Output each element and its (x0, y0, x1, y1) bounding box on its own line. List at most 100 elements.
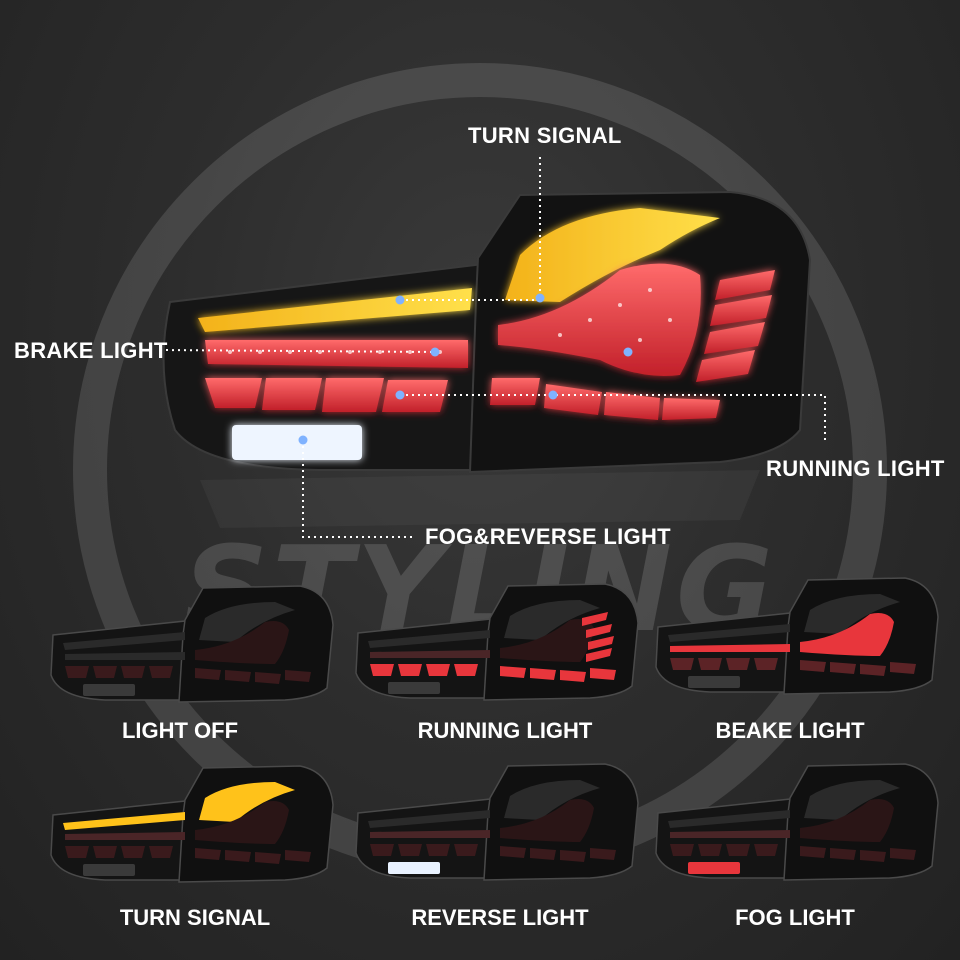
thumb-turn-strip-left (368, 810, 490, 828)
running-light-blades-right (490, 270, 775, 420)
thumb-running-blade (754, 844, 778, 856)
mode-caption-fog-light: FOG LIGHT (735, 905, 855, 930)
thumb-running-blade (195, 848, 221, 860)
thumb-running-blade (590, 848, 616, 860)
thumb-brake-strip-left (670, 644, 790, 652)
thumb-turn-strip-right (504, 600, 600, 640)
thumb-fog-reverse-lamp (83, 684, 135, 696)
thumb-running-blade (65, 666, 89, 678)
thumb-running-blade (670, 844, 694, 856)
thumb-running-blade (530, 668, 556, 680)
thumb-running-blade (93, 846, 117, 858)
thumb-running-blade (255, 672, 281, 684)
thumb-fog-reverse-lamp (688, 676, 740, 688)
thumb-running-blade (454, 664, 478, 676)
thumb-running-blade (370, 664, 394, 676)
thumb-running-blade (560, 850, 586, 862)
thumb-running-blade (586, 648, 612, 662)
thumb-running-blade (500, 666, 526, 678)
thumb-running-blade (588, 636, 614, 650)
thumb-running-blade (426, 664, 450, 676)
brake-strip-left (205, 340, 468, 368)
thumb-running-blade (698, 658, 722, 670)
running-light-blades-left (205, 378, 448, 412)
thumb-turn-strip-right (504, 780, 600, 820)
thumb-running-blade (398, 664, 422, 676)
thumb-brake-strip-left (65, 832, 185, 840)
thumb-running-blade (586, 624, 612, 638)
thumb-running-blade (726, 844, 750, 856)
mode-caption-reverse-light: REVERSE LIGHT (411, 905, 589, 930)
mode-thumbnail-reverse (355, 763, 639, 881)
thumb-brake-strip-left (370, 830, 490, 838)
thumb-running-blade (754, 658, 778, 670)
thumb-running-blade (890, 848, 916, 860)
thumb-brake-strip-right (800, 613, 894, 656)
thumb-running-blade (454, 844, 478, 856)
mode-thumbnail-fog (655, 763, 939, 881)
thumb-running-blade (582, 612, 608, 626)
thumb-running-blade (149, 846, 173, 858)
thumb-turn-strip-left (668, 624, 790, 642)
thumb-running-blade (255, 852, 281, 864)
thumb-running-blade (65, 846, 89, 858)
callout-turn-signal: TURN SIGNAL (468, 123, 622, 148)
thumb-fog-reverse-lamp (688, 862, 740, 874)
thumb-running-blade (225, 850, 251, 862)
thumb-running-blade (560, 670, 586, 682)
marker-dots (298, 293, 633, 445)
fog-reverse-lamp (232, 425, 362, 460)
thumb-brake-strip-right (195, 801, 289, 844)
thumb-turn-strip-right (199, 602, 295, 642)
thumb-fog-reverse-lamp (388, 682, 440, 694)
thumb-running-blade (890, 662, 916, 674)
thumb-running-blade (726, 658, 750, 670)
mode-thumbnail-running (355, 583, 639, 701)
thumb-fog-reverse-lamp (83, 864, 135, 876)
thumb-running-blade (370, 844, 394, 856)
thumb-running-blade (398, 844, 422, 856)
thumb-brake-strip-right (500, 619, 594, 662)
thumb-running-blade (860, 664, 886, 676)
thumb-running-blade (530, 848, 556, 860)
thumb-turn-strip-left (63, 812, 185, 830)
thumb-running-blade (830, 848, 856, 860)
mode-thumbnail-off (50, 585, 334, 703)
mode-caption-light-off: LIGHT OFF (121, 718, 239, 743)
callout-brake-light: BRAKE LIGHT (14, 338, 168, 363)
mode-caption-running-light: RUNNING LIGHT (417, 718, 593, 743)
thumb-running-blade (800, 660, 826, 672)
thumb-running-blade (500, 846, 526, 858)
turn-signal-strip-right (505, 208, 720, 302)
leader-lines (159, 157, 826, 538)
thumb-turn-strip-right (804, 780, 900, 820)
thumb-brake-strip-left (670, 830, 790, 838)
thumb-running-blade (149, 666, 173, 678)
thumb-running-blade (121, 666, 145, 678)
thumb-fog-reverse-lamp (388, 862, 440, 874)
thumb-running-blade (285, 670, 311, 682)
thumb-brake-strip-right (800, 799, 894, 842)
thumb-turn-strip-left (63, 632, 185, 650)
thumb-running-blade (225, 670, 251, 682)
thumb-running-blade (195, 668, 221, 680)
thumb-running-blade (590, 668, 616, 680)
thumb-running-blade (121, 846, 145, 858)
thumb-running-blade (860, 850, 886, 862)
thumb-running-blade (285, 850, 311, 862)
thumb-running-blade (670, 658, 694, 670)
thumb-turn-strip-left (368, 630, 490, 648)
thumb-turn-strip-right (199, 782, 295, 822)
mode-thumbnail-brake (655, 577, 939, 695)
thumb-running-blade (426, 844, 450, 856)
callout-running-light: RUNNING LIGHT (766, 456, 945, 481)
thumb-brake-strip-left (370, 650, 490, 658)
thumb-running-blade (800, 846, 826, 858)
thumb-running-blade (93, 666, 117, 678)
mode-caption-brake-light: BEAKE LIGHT (715, 718, 865, 743)
callout-fog-reverse-light: FOG&REVERSE LIGHT (425, 524, 671, 549)
thumb-brake-strip-right (195, 621, 289, 664)
thumb-running-blade (830, 662, 856, 674)
